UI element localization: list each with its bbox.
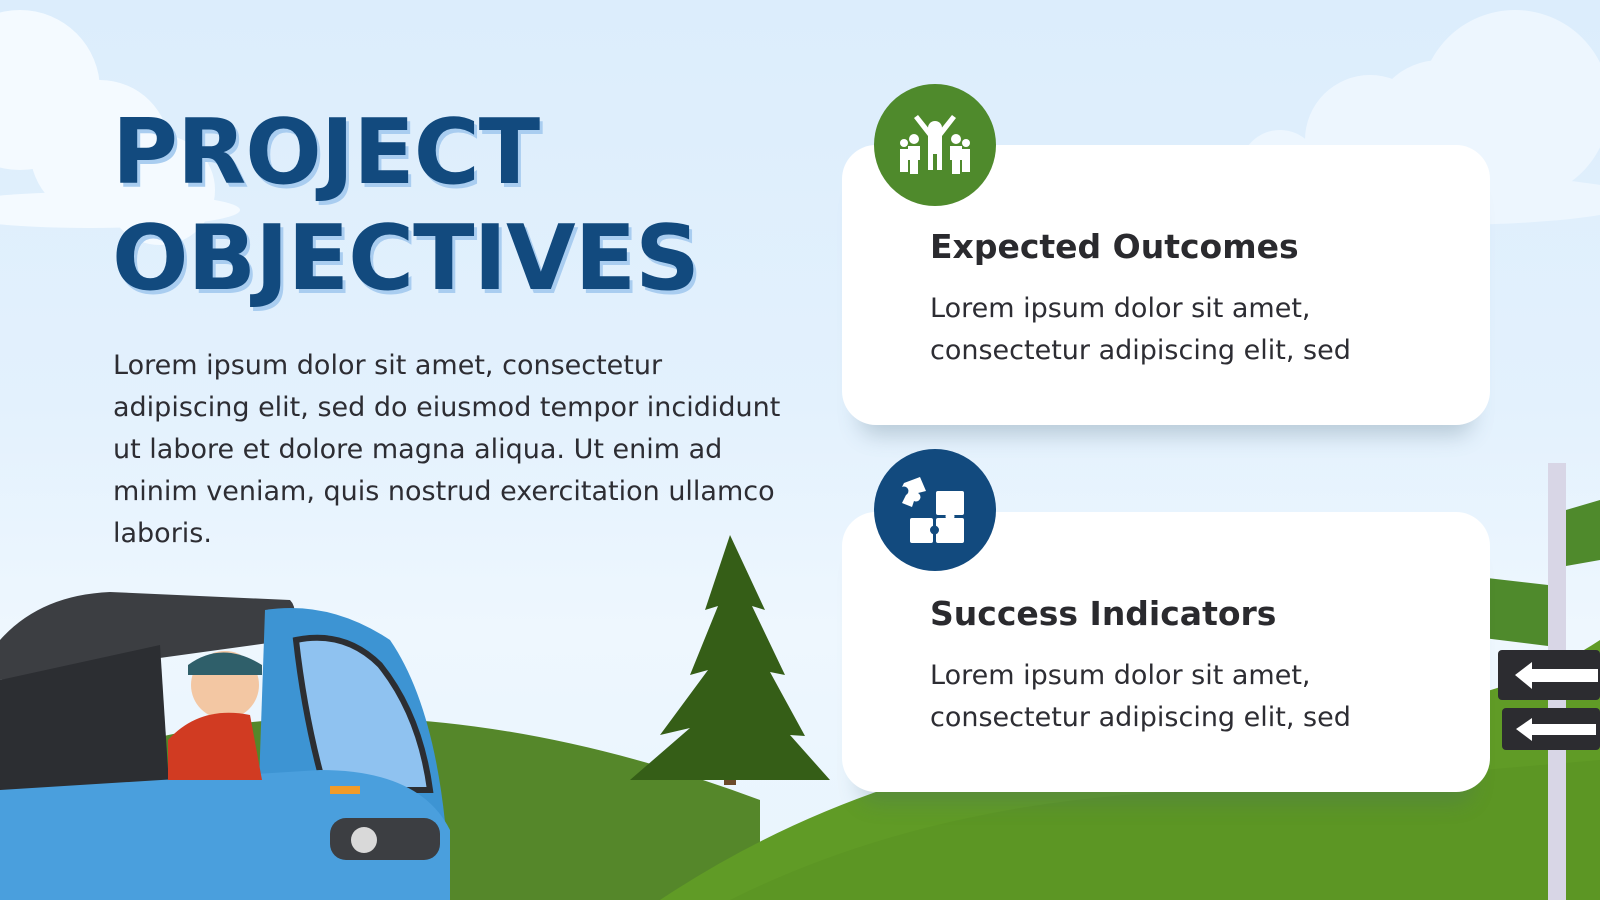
page-title: PROJECT OBJECTIVES [112,100,700,312]
truck-illustration [0,592,450,900]
title-line-1: PROJECT [112,100,540,205]
team-icon [874,84,996,206]
card-text: Lorem ipsum dolor sit amet, consectetur … [930,660,1351,733]
card-heading: Success Indicators [930,594,1277,633]
card-text: Lorem ipsum dolor sit amet, consectetur … [930,293,1351,366]
title-line-2: OBJECTIVES [112,206,700,311]
card-heading: Expected Outcomes [930,227,1299,266]
cloud-left [0,10,240,245]
intro-paragraph: Lorem ipsum dolor sit amet, consectetur … [113,350,781,549]
hill-shade [730,760,1600,900]
pine-tree [630,535,830,785]
puzzle-icon [874,449,996,571]
